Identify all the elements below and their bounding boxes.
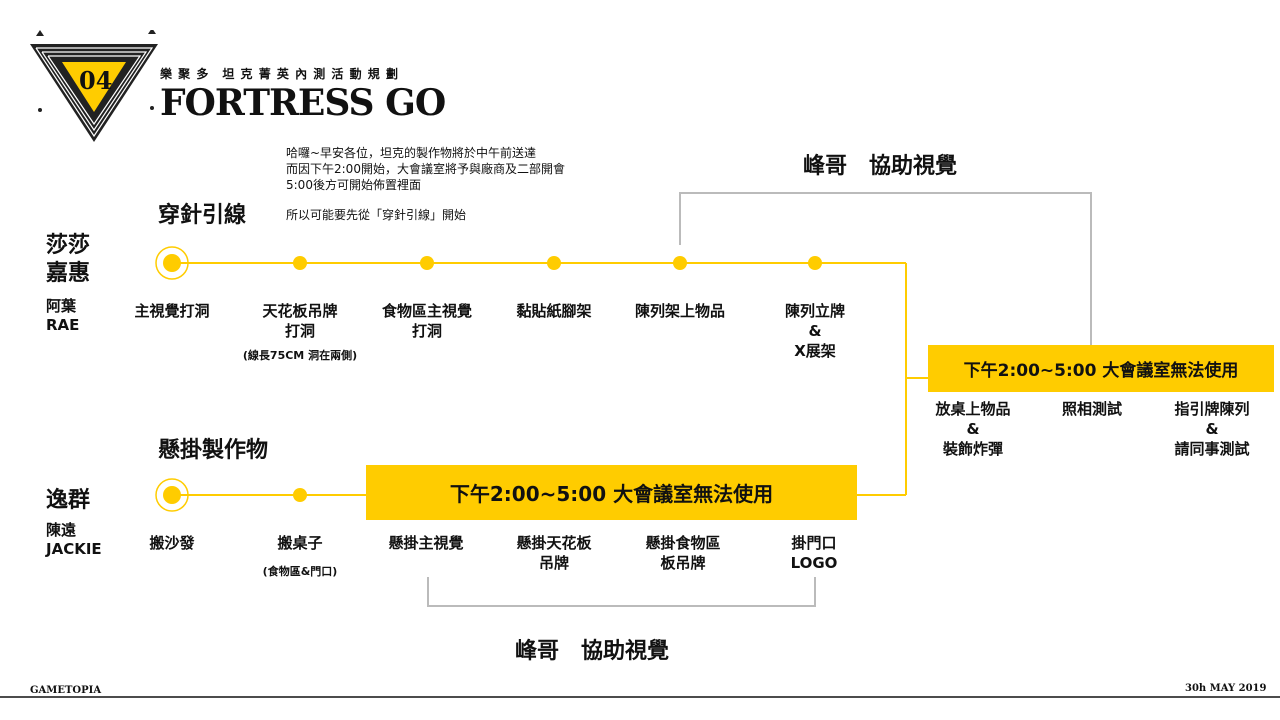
badge-number: 04 [79, 66, 113, 95]
node [673, 256, 687, 270]
track2-banner: 下午2:00~5:00 大會議室無法使用 [366, 465, 857, 520]
step-text: 打洞 [411, 322, 442, 340]
step-text: 吊牌 [538, 554, 569, 572]
step-note: (食物區&門口) [262, 565, 338, 578]
step-text: 食物區主視覺 [381, 302, 472, 320]
right-banner: 下午2:00~5:00 大會議室無法使用 [928, 345, 1274, 392]
step-text: LOGO [790, 554, 838, 572]
note-line: 所以可能要先從「穿針引線」開始 [286, 208, 467, 222]
step-text: & [808, 322, 822, 340]
footer-date: 30h MAY 2019 [1185, 683, 1267, 694]
step-label: 搬桌子 (食物區&門口) [245, 533, 355, 582]
step-text: 懸掛天花板 [516, 534, 592, 552]
panel-text: 裝飾炸彈 [942, 440, 1003, 458]
node [293, 256, 307, 270]
note-line: 5:00後方可開始佈置裡面 [286, 178, 421, 192]
step-label: 陳列立牌 & X展架 [760, 301, 870, 361]
step-text: 搬桌子 [277, 534, 323, 552]
panel-text: & [1205, 420, 1219, 438]
step-label: 懸掛食物區 板吊牌 [623, 533, 743, 573]
step-text: 陳列立牌 [784, 302, 845, 320]
panel-text: 照相測試 [1061, 400, 1122, 418]
node [808, 256, 822, 270]
person-name: RAE [46, 316, 80, 334]
step-text: 陳列架上物品 [634, 302, 725, 320]
step-note: (線長75CM 洞在兩側) [242, 349, 358, 362]
step-text: 黏貼紙腳架 [516, 302, 592, 320]
track2-person-main: 逸群 [46, 488, 91, 513]
panel-text: 請同事測試 [1174, 440, 1250, 458]
track1-heading: 穿針引線 [158, 203, 247, 228]
step-label: 主視覺打洞 [112, 301, 232, 321]
node [293, 488, 307, 502]
person-name: 嘉惠 [46, 261, 91, 286]
track2-helper: 峰哥 協助視覺 [515, 639, 670, 664]
step-label: 食物區主視覺 打洞 [357, 301, 497, 341]
start-node-ring [155, 246, 189, 280]
step-label: 懸掛主視覺 [368, 533, 484, 553]
note-line: 而因下午2:00開始，大會議室將予與廠商及二部開會 [286, 162, 565, 176]
person-name: 莎莎 [46, 233, 91, 258]
person-name: 阿葉 [46, 297, 77, 315]
track1-person-alt: 阿葉 RAE [46, 297, 79, 335]
track2-person-alt: 陳遠 JACKIE [46, 521, 102, 559]
footer-brand: GAMETOPIA [30, 685, 102, 696]
step-label: 搬沙發 [122, 533, 222, 553]
step-label: 懸掛天花板 吊牌 [494, 533, 614, 573]
step-text: 懸掛食物區 [645, 534, 721, 552]
panel-item: 照相測試 [1042, 399, 1142, 419]
track2-heading: 懸掛製作物 [158, 438, 269, 463]
start-node [163, 486, 181, 504]
person-name: JACKIE [46, 540, 102, 558]
step-text: 主視覺打洞 [134, 302, 210, 320]
step-text: 打洞 [284, 322, 315, 340]
panel-text: & [966, 420, 980, 438]
header-subtitle: 樂 聚 多 坦 克 菁 英 內 測 活 動 規 劃 [160, 67, 399, 81]
notes: 哈囉~早安各位，坦克的製作物將於中午前送達 而因下午2:00開始，大會議室將予與… [286, 145, 565, 223]
step-text: 懸掛主視覺 [388, 534, 464, 552]
person-name: 陳遠 [46, 521, 77, 539]
step-text: 天花板吊牌 [262, 302, 338, 320]
logo-triangle-icon [30, 30, 158, 142]
step-label: 天花板吊牌 打洞 (線長75CM 洞在兩側) [230, 301, 370, 366]
step-text: 板吊牌 [660, 554, 706, 572]
step-text: X展架 [794, 342, 836, 360]
step-text: 掛門口 [791, 534, 837, 552]
panel-text: 放桌上物品 [935, 400, 1011, 418]
step-label: 掛門口 LOGO [764, 533, 864, 573]
track1-person-main: 莎莎 嘉惠 [46, 232, 90, 288]
node [547, 256, 561, 270]
note-line: 哈囉~早安各位，坦克的製作物將於中午前送達 [286, 146, 537, 160]
step-label: 黏貼紙腳架 [494, 301, 614, 321]
track1-helper: 峰哥 協助視覺 [803, 154, 958, 179]
start-node [163, 254, 181, 272]
panel-text: 指引牌陳列 [1174, 400, 1250, 418]
panel-item: 放桌上物品 & 裝飾炸彈 [918, 399, 1028, 459]
step-label: 陳列架上物品 [615, 301, 745, 321]
node [420, 256, 434, 270]
step-text: 搬沙發 [149, 534, 195, 552]
page-title: FORTRESS GO [160, 82, 446, 124]
start-node-ring [155, 478, 189, 512]
panel-item: 指引牌陳列 & 請同事測試 [1152, 399, 1272, 459]
